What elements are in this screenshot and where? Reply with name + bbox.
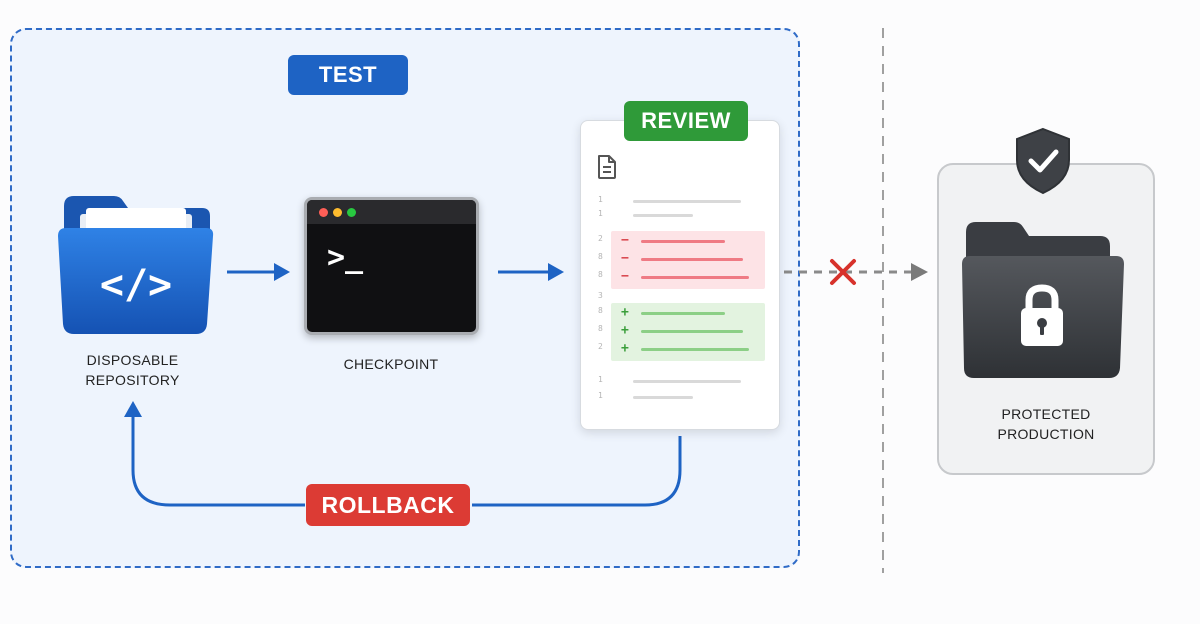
- code-folder-icon: </>: [58, 196, 214, 334]
- blocked-x-icon: [830, 259, 856, 285]
- padlock-icon: [1021, 284, 1063, 346]
- plus-sign: +: [621, 305, 629, 320]
- line-number: 1: [598, 391, 603, 400]
- code-line: [633, 214, 693, 217]
- diff-removed-line: 8 −: [581, 270, 781, 288]
- minimize-dot: [333, 208, 342, 217]
- review-document: 1 1 2 − 8 − 8 − 3 8 + 8 + 2 +: [580, 120, 780, 430]
- shield-check-icon: [1016, 127, 1070, 195]
- code-line: [641, 348, 749, 351]
- locked-folder-icon: [962, 222, 1124, 378]
- line-number: 8: [598, 252, 603, 261]
- test-zone-label: TEST: [288, 55, 408, 95]
- zone-divider: [882, 28, 884, 573]
- rollback-loop-arrow: [124, 401, 682, 507]
- line-number: 1: [598, 195, 603, 204]
- maximize-dot: [347, 208, 356, 217]
- diff-context-line: 1: [581, 375, 781, 393]
- repository-caption: DISPOSABLE REPOSITORY: [60, 350, 205, 390]
- arrow-checkpoint-to-review: [498, 263, 564, 281]
- code-line: [633, 396, 693, 399]
- production-caption-line1: PROTECTED: [1001, 406, 1091, 422]
- arrow-repo-to-checkpoint: [227, 263, 290, 281]
- diff-removed-line: 2 −: [581, 234, 781, 252]
- document-icon: [598, 155, 616, 179]
- code-line: [641, 240, 725, 243]
- code-line: [641, 312, 725, 315]
- repository-caption-line1: DISPOSABLE: [86, 352, 179, 368]
- checkpoint-caption: CHECKPOINT: [343, 356, 439, 372]
- terminal-titlebar: [307, 200, 476, 224]
- production-caption: PROTECTED PRODUCTION: [940, 404, 1152, 444]
- review-label: REVIEW: [624, 101, 748, 141]
- diff-context-line: 1: [581, 391, 781, 409]
- minus-sign: −: [621, 251, 629, 266]
- diff-added-line: 8 +: [581, 324, 781, 342]
- diff-added-line: 2 +: [581, 342, 781, 360]
- line-number: 1: [598, 209, 603, 218]
- rollback-label: ROLLBACK: [306, 484, 470, 526]
- line-number: 8: [598, 306, 603, 315]
- line-number: 2: [598, 342, 603, 351]
- close-dot: [319, 208, 328, 217]
- svg-text:</>: </>: [100, 262, 172, 308]
- line-number: 1: [598, 375, 603, 384]
- plus-sign: +: [621, 341, 629, 356]
- terminal-icon: >_: [304, 197, 479, 335]
- production-caption-line2: PRODUCTION: [997, 426, 1095, 442]
- diff-removed-line: 8 −: [581, 252, 781, 270]
- diff-context-line: 1: [581, 209, 781, 227]
- minus-sign: −: [621, 233, 629, 248]
- code-line: [641, 258, 743, 261]
- line-number: 3: [598, 291, 603, 300]
- blocked-arrow-to-production: [784, 263, 928, 281]
- diff-added-line: 8 +: [581, 306, 781, 324]
- code-line: [641, 276, 749, 279]
- diff-context-line: 3: [581, 291, 781, 309]
- plus-sign: +: [621, 323, 629, 338]
- line-number: 8: [598, 324, 603, 333]
- code-line: [641, 330, 743, 333]
- line-number: 8: [598, 270, 603, 279]
- diff-context-line: 1: [581, 195, 781, 213]
- terminal-prompt: >_: [327, 240, 364, 275]
- code-line: [633, 200, 741, 203]
- code-line: [633, 380, 741, 383]
- line-number: 2: [598, 234, 603, 243]
- repository-caption-line2: REPOSITORY: [85, 372, 180, 388]
- minus-sign: −: [621, 269, 629, 284]
